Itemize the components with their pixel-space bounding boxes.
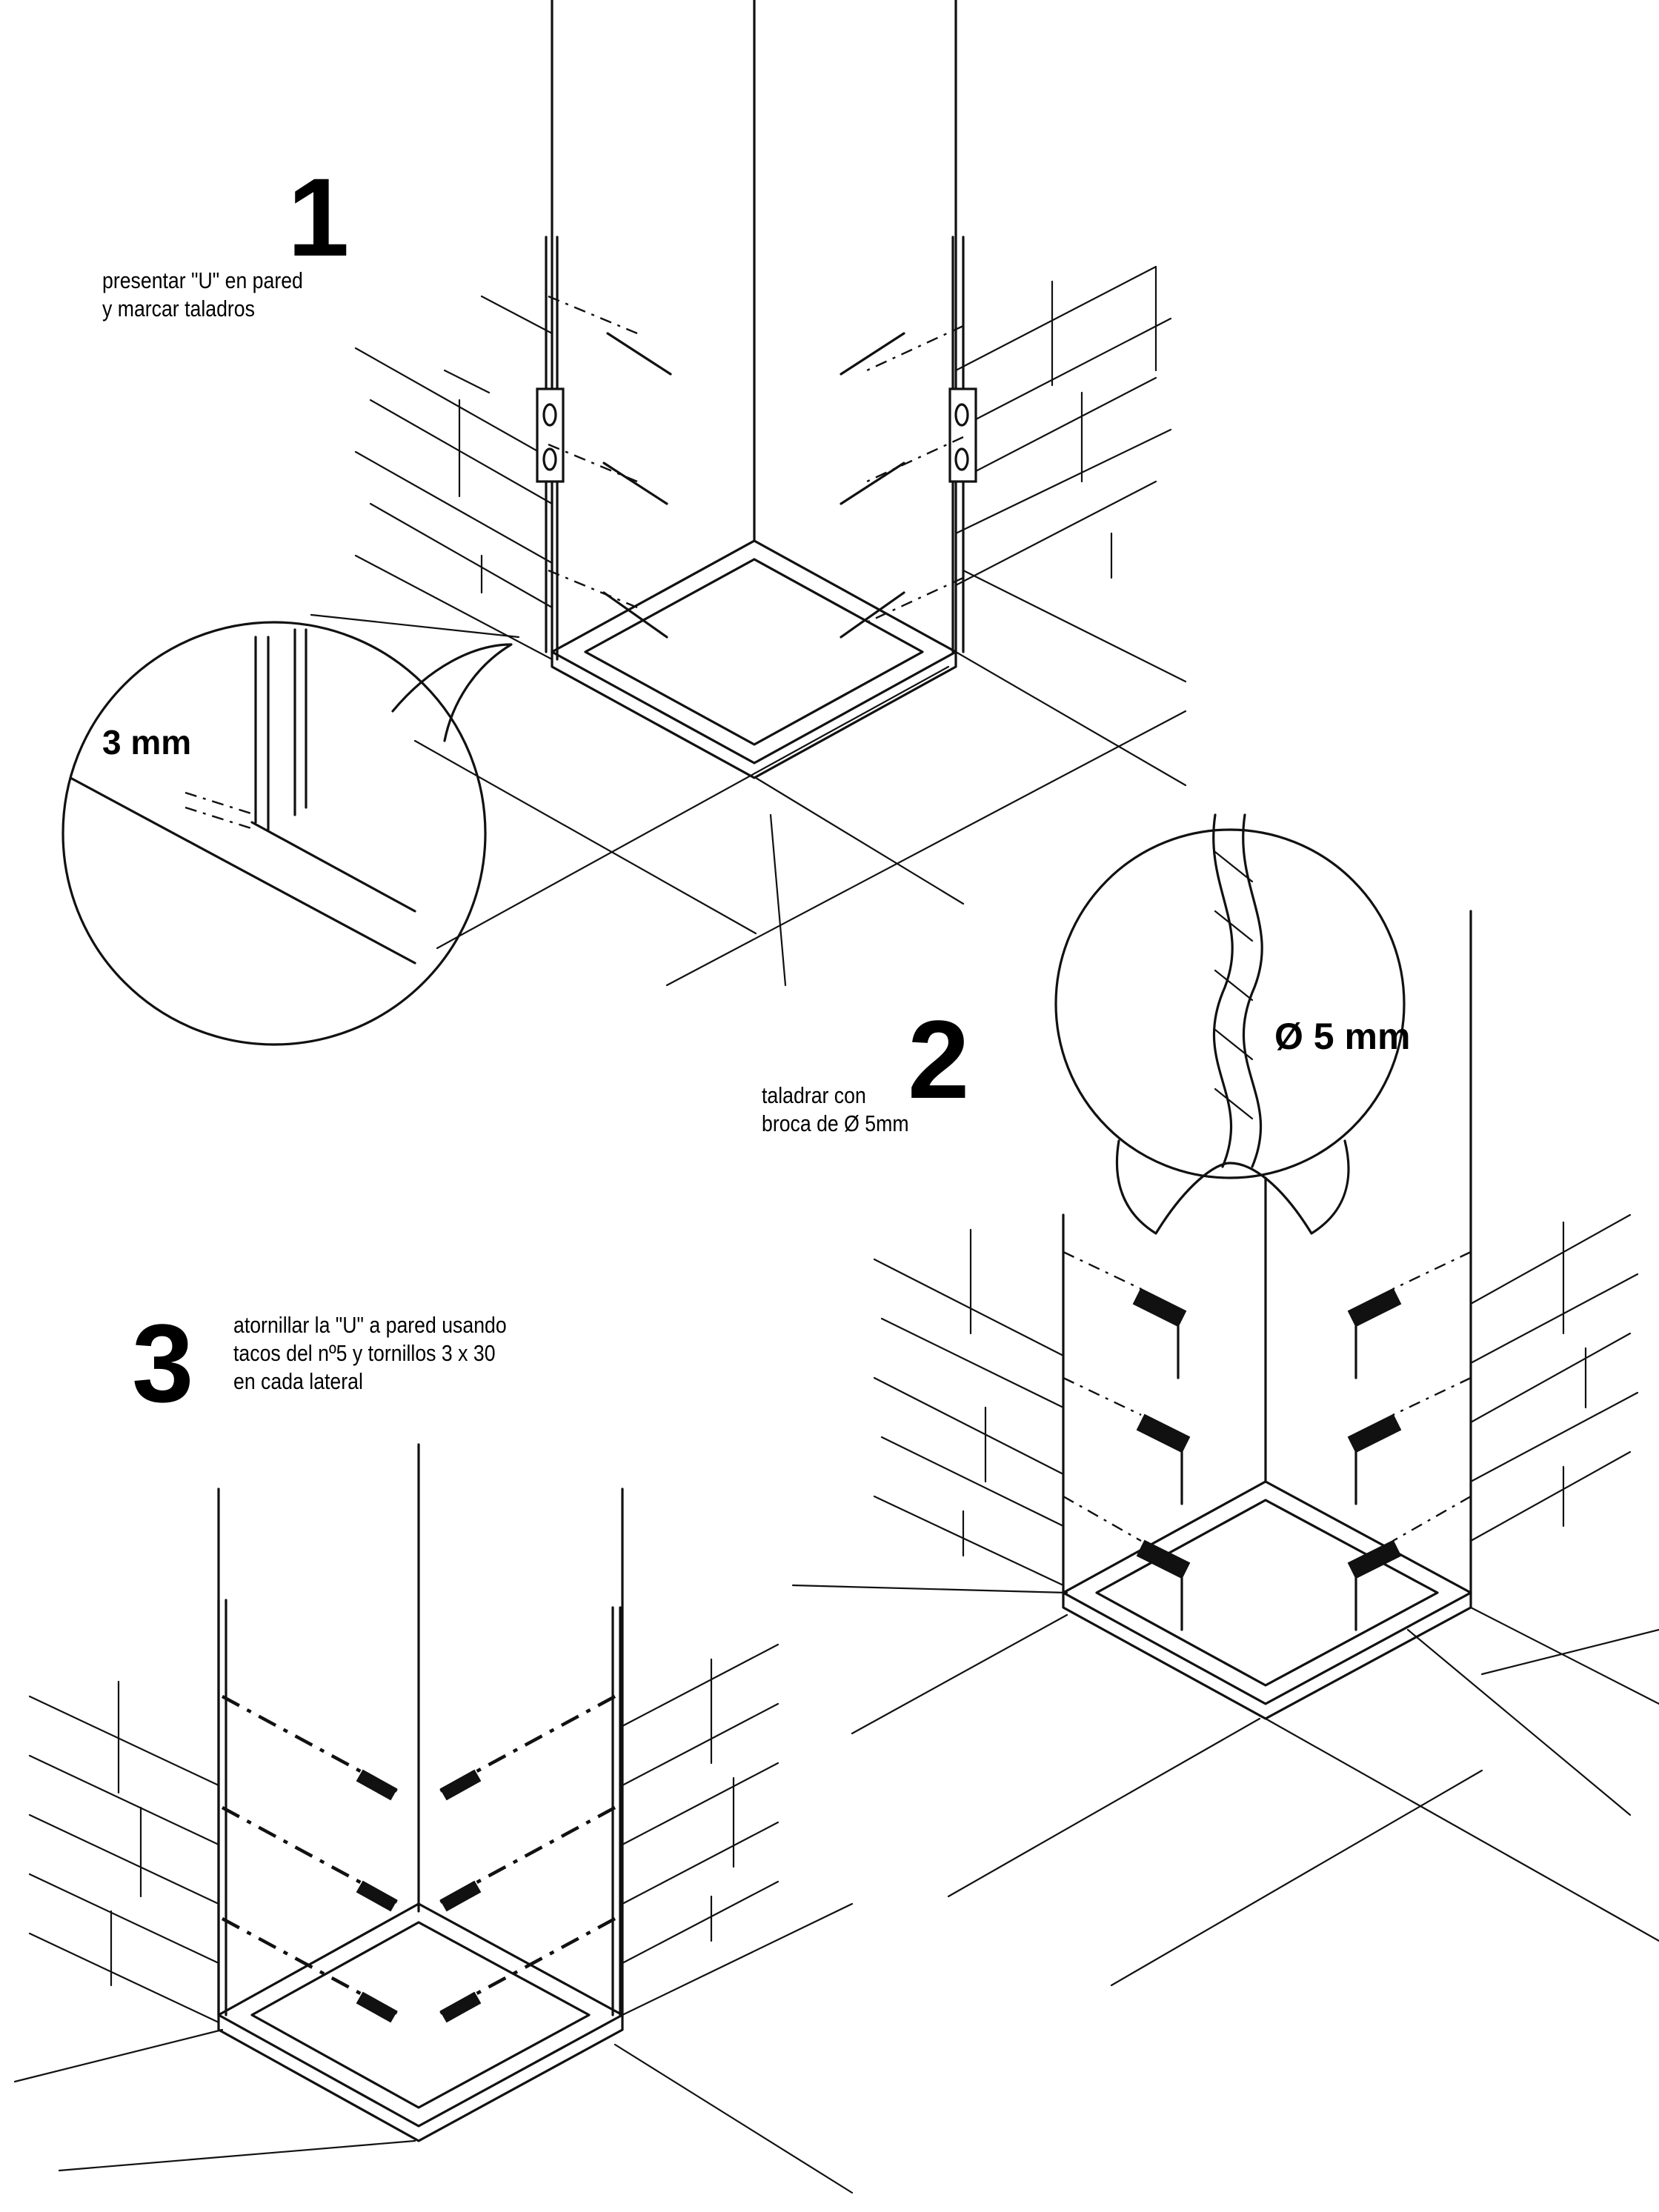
step-2-illustration xyxy=(791,813,1659,1987)
step-3-illustration xyxy=(13,1443,854,2194)
step-1-caption: presentar "U" en pared y marcar taladros xyxy=(102,267,303,323)
right-dowels xyxy=(439,1769,482,2023)
wall-corner-lines-3 xyxy=(217,1443,624,2016)
step-3-number: 3 xyxy=(132,1301,194,1425)
floor-tile-lines xyxy=(310,569,1187,987)
detail-circle-2 xyxy=(1054,828,1406,1179)
drill-bit xyxy=(1212,813,1263,1168)
left-brick-lines-3 xyxy=(28,1680,220,2024)
tray-inner-2 xyxy=(1095,1499,1439,1687)
drill-bit-flutes xyxy=(1214,850,1254,1120)
step-2-caption-line-2: broca de Ø 5mm xyxy=(762,1110,909,1136)
left-u-profile-3 xyxy=(217,1599,227,2016)
tray-edge-2 xyxy=(1062,1591,1472,1720)
detail-gap-lines xyxy=(184,791,256,831)
step-2-caption: taladrar con broca de Ø 5mm xyxy=(762,1082,909,1138)
left-bracket xyxy=(536,387,565,483)
tray-outer xyxy=(551,539,957,764)
left-dowels xyxy=(356,1769,398,2023)
drill-mark-lines xyxy=(1063,1250,1472,1542)
detail-floor xyxy=(69,776,416,965)
left-mark-lines xyxy=(548,295,638,609)
right-pencils xyxy=(840,332,905,639)
drill-icons xyxy=(1132,1287,1402,1631)
right-brick-lines-2 xyxy=(1469,1213,1639,1542)
step-3-caption: atornillar la "U" a pared usando tacos d… xyxy=(233,1311,507,1396)
right-u-profile-3 xyxy=(611,1606,622,2016)
wall-corner-lines-2 xyxy=(1062,910,1472,1594)
detail-circle-1 xyxy=(61,621,487,1046)
left-brick-lines-2 xyxy=(873,1228,1065,1587)
detail-profile xyxy=(254,628,307,831)
right-mark-lines xyxy=(866,324,964,624)
left-pencils xyxy=(602,332,672,639)
left-screw-lines xyxy=(221,1695,402,2016)
drill-diameter-callout: Ø 5 mm xyxy=(1274,1016,1411,1057)
tray-outer-3 xyxy=(217,1902,624,2128)
step-1-caption-line-2: y marcar taladros xyxy=(102,296,255,322)
step-1-illustration xyxy=(61,0,1187,1046)
right-bracket xyxy=(948,387,977,483)
wall-corner-lines xyxy=(551,0,957,653)
step-3-caption-line-1: atornillar la "U" a pared usando xyxy=(233,1312,507,1338)
tray-inner xyxy=(584,558,924,746)
left-brick-lines xyxy=(354,295,553,661)
step-1-number: 1 xyxy=(287,155,350,279)
step-2-caption-line-1: taladrar con xyxy=(762,1082,866,1108)
step-1-caption-line-1: presentar "U" en pared xyxy=(102,267,303,293)
floor-tile-lines-3 xyxy=(13,1902,854,2194)
gap-callout: 3 mm xyxy=(102,723,192,762)
tray-edge-3 xyxy=(217,2013,624,2142)
step-3-caption-line-3: en cada lateral xyxy=(233,1368,363,1394)
tray-edge xyxy=(551,650,957,779)
detail-bubble-tail-2 xyxy=(1115,1139,1350,1235)
step-2-number: 2 xyxy=(908,997,970,1122)
detail-bubble-tail-1 xyxy=(391,643,513,742)
right-brick-lines xyxy=(954,265,1172,587)
step-3-caption-line-2: tacos del nº5 y tornillos 3 x 30 xyxy=(233,1340,496,1366)
tray-outer-2 xyxy=(1062,1480,1472,1705)
right-brick-lines-3 xyxy=(621,1643,779,1965)
right-screw-lines xyxy=(436,1695,616,2016)
floor-tile-lines-2 xyxy=(791,1584,1659,1987)
tray-inner-3 xyxy=(250,1921,591,2109)
